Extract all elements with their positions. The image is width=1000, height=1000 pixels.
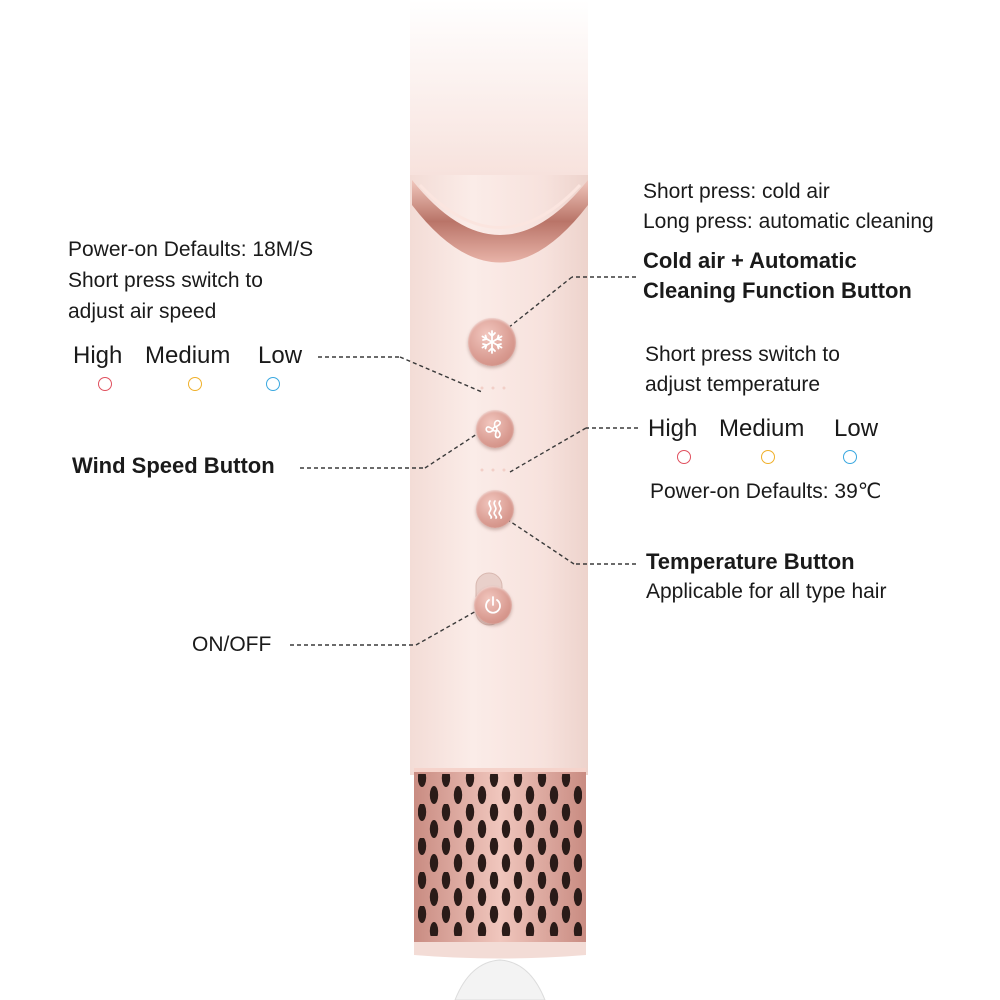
- wind-defaults-line3: adjust air speed: [68, 300, 217, 323]
- temp-low-indicator: [843, 450, 857, 464]
- wind-defaults-line2: Short press switch to: [68, 269, 263, 292]
- wind-level-medium: Medium: [145, 342, 231, 369]
- temperature-button-desc: Applicable for all type hair: [646, 580, 887, 603]
- temp-defaults: Power-on Defaults: 39℃: [650, 480, 882, 503]
- cold-title-line2: Cleaning Function Button: [643, 278, 912, 303]
- fan-icon: [485, 419, 501, 439]
- wind-low-indicator: [266, 377, 280, 391]
- cold-desc-line2: Long press: automatic cleaning: [643, 210, 934, 233]
- wind-defaults-line1: Power-on Defaults: 18M/S: [68, 238, 314, 261]
- wind-high-indicator: [98, 377, 112, 391]
- power-icon: [485, 596, 501, 614]
- temperature-button[interactable]: [476, 490, 514, 528]
- temp-level-medium: Medium: [719, 415, 805, 442]
- temp-level-low: Low: [834, 415, 879, 442]
- wind-level-low: Low: [258, 342, 303, 369]
- temp-high-indicator: [677, 450, 691, 464]
- cold-air-cleaning-button[interactable]: [468, 318, 516, 366]
- snowflake-icon: [481, 330, 503, 354]
- cold-desc-line1: Short press: cold air: [643, 180, 830, 203]
- temp-level-high: High: [648, 415, 698, 442]
- wind-medium-indicator: [188, 377, 202, 391]
- temperature-button-label: Temperature Button: [646, 549, 855, 574]
- temp-desc-line1: Short press switch to: [645, 343, 840, 366]
- wind-speed-button-label: Wind Speed Button: [72, 453, 275, 478]
- heat-waves-icon: [488, 500, 503, 519]
- temp-medium-indicator: [761, 450, 775, 464]
- on-off-label: ON/OFF: [192, 633, 272, 656]
- wind-level-high: High: [73, 342, 123, 369]
- wind-speed-button[interactable]: [476, 410, 514, 448]
- temp-desc-line2: adjust temperature: [645, 373, 821, 396]
- cold-title-line1: Cold air + Automatic: [643, 248, 857, 273]
- power-button[interactable]: [474, 586, 512, 624]
